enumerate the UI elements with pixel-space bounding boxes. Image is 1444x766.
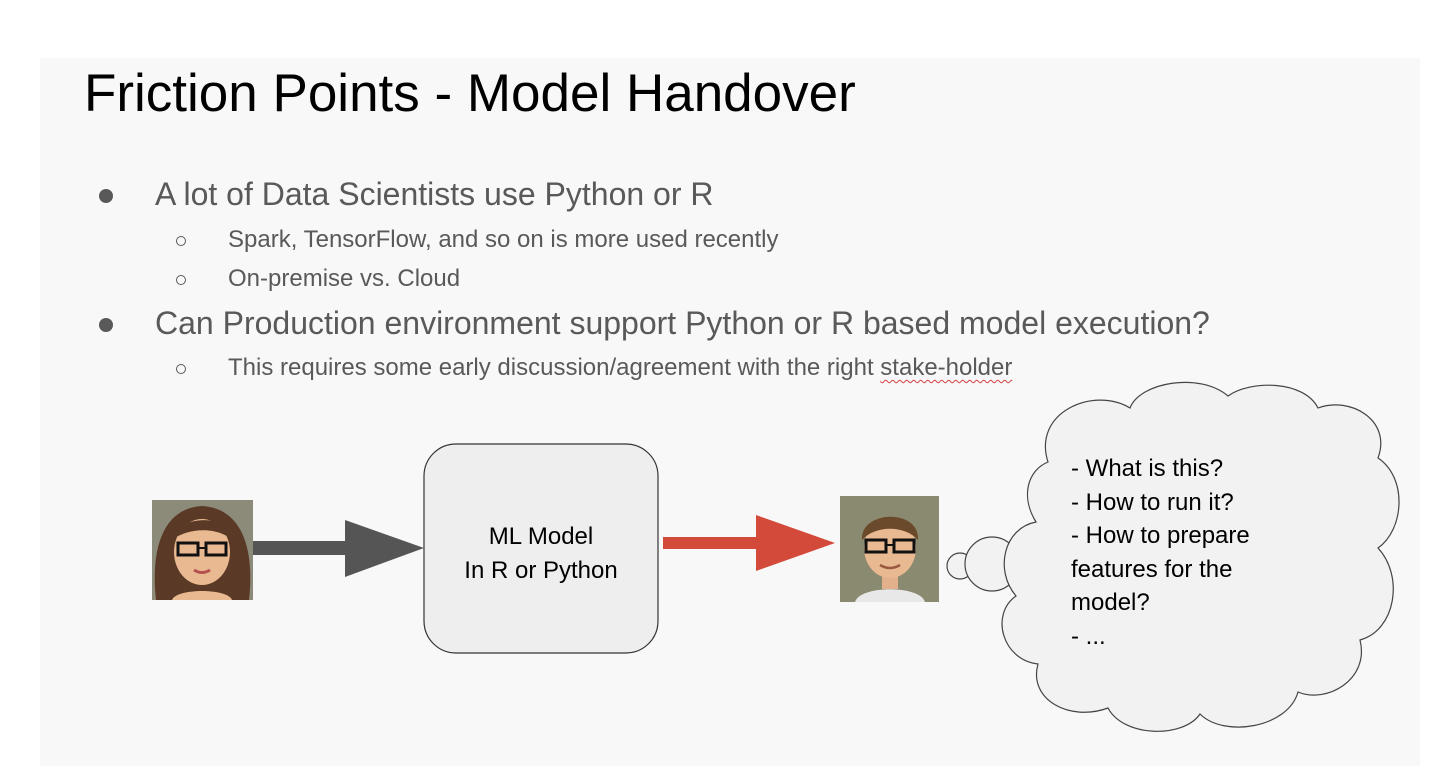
thought-line: features for the [1071,555,1233,583]
engineer-avatar-icon [840,496,939,602]
ml-model-box [423,443,659,654]
data-scientist-avatar-icon [152,500,253,600]
thought-line: - How to prepare [1071,522,1250,549]
ml-model-label-line2: In R or Python [464,557,618,584]
handover-arrow-gray [253,520,424,577]
slide-title: Friction Points - Model Handover [84,64,856,123]
thought-line: model? [1071,589,1150,616]
ml-model-label-line1: ML Model [488,523,594,550]
thought-bubble-cloud [946,381,1400,732]
ml-model-label: ML Model In R or Python [424,520,658,588]
thought-line: - How to run it? [1071,488,1234,516]
thought-bubble-text: - What is this? - How to run it? - How t… [1071,452,1250,653]
thought-line: - What is this? [1071,455,1224,482]
handover-arrow-red [663,515,835,571]
thought-line: - ... [1071,622,1106,650]
